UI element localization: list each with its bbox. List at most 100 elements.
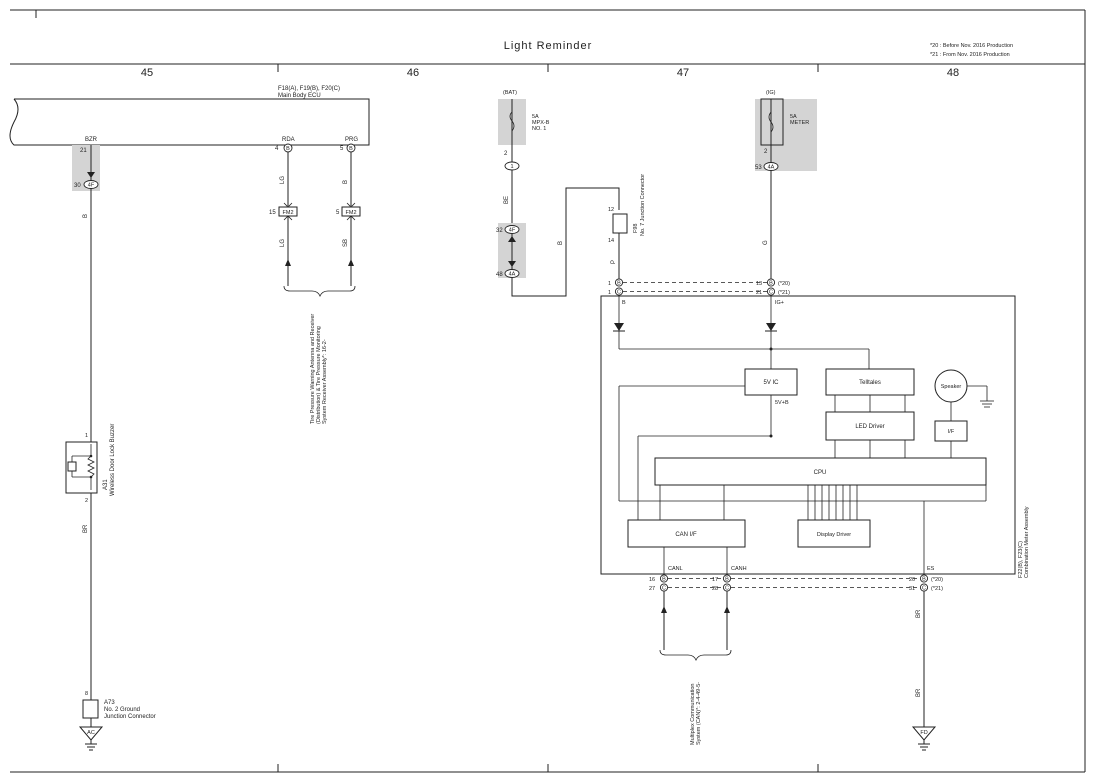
ground-junction-id: A73 bbox=[104, 700, 115, 706]
buzzer-pin-top: 1 bbox=[85, 433, 88, 439]
meter-b-conn-c: C bbox=[617, 290, 621, 296]
canh-label: CANH bbox=[731, 566, 747, 572]
canh-conn-b: B bbox=[725, 577, 729, 583]
jc7-name: No. 7 Junction Connector bbox=[640, 174, 646, 236]
canl-conn-c: C bbox=[662, 586, 666, 592]
prg-wire-color-lower: SB bbox=[343, 239, 349, 247]
ecu-connectors-label: F18(A), F19(B), F20(C) bbox=[278, 86, 340, 92]
jc7-pin-bottom: 14 bbox=[608, 238, 614, 244]
tpms-brace bbox=[283, 285, 356, 298]
rda-pin-conn: B bbox=[286, 146, 290, 152]
meter-ig-note-b: (*20) bbox=[778, 281, 790, 287]
canl-pin-b: 16 bbox=[649, 577, 655, 583]
block-speaker: Speaker bbox=[941, 384, 962, 390]
bat-source-label: (BAT) bbox=[503, 90, 517, 96]
meter-ig-pin-c: 21 bbox=[756, 290, 762, 296]
section-number-48: 48 bbox=[947, 67, 959, 79]
canl-pin-c: 27 bbox=[649, 586, 655, 592]
can-note-line-2: System (CAN)*: 2-4-49-5- bbox=[696, 682, 702, 745]
meter-ig-pin-b: 13 bbox=[756, 281, 762, 287]
wireless-door-lock-buzzer: 1 2 A31 Wireless Door Lock Buzzer BR bbox=[65, 424, 116, 700]
bat-wire-color: BE bbox=[504, 196, 510, 204]
es-pin-b: 20 bbox=[909, 577, 915, 583]
combination-meter: F22(B), F23(C) Combination Meter Assembl… bbox=[600, 278, 1030, 578]
meter-bottom-pins: 16 B 27 C 17 B 28 C 20 B (*20) 31 C (*21… bbox=[649, 574, 943, 592]
junction-4f-4a: 32 4F 48 4A bbox=[496, 187, 620, 297]
can-note-line-1: Multiplex Communication bbox=[690, 684, 696, 745]
block-if: I/F bbox=[948, 429, 955, 435]
page-frame bbox=[10, 9, 1086, 773]
ground-ac-label: AC bbox=[87, 730, 95, 736]
jc7-id: F98 bbox=[633, 224, 639, 233]
es-note-c: (*21) bbox=[931, 586, 943, 592]
jc7-wire-color: P bbox=[611, 260, 617, 264]
block-display-driver: Display Driver bbox=[817, 532, 851, 538]
buzzer-pin-bottom: 2 bbox=[85, 498, 88, 504]
ig-fuse-pin2: 53 bbox=[755, 165, 762, 171]
fuse-mpx-b: (BAT) 5A MPX-B NO. 1 2 1 BE bbox=[498, 90, 550, 226]
es-note-b: (*20) bbox=[931, 577, 943, 583]
rda-wire-color-lower: LG bbox=[280, 239, 286, 247]
block-cpu: CPU bbox=[814, 470, 827, 476]
tpms-note-line-2: (Distribution) & Tire Pressure Monitorin… bbox=[316, 326, 322, 424]
block-led-driver: LED Driver bbox=[855, 424, 884, 430]
bat-fuse-pin: 2 bbox=[504, 151, 508, 157]
junction-4f-conn: 4F bbox=[88, 183, 95, 189]
rda-pin-number: 4 bbox=[275, 146, 279, 152]
fuse-meter: (IG) 5A METER 2 53 4A G bbox=[755, 90, 817, 279]
es-wire-color-lower: BR bbox=[916, 688, 922, 697]
ig-wire-color: G bbox=[763, 240, 769, 245]
bat-fuse-rating: 5A bbox=[532, 114, 539, 120]
bzr-wire-color: B bbox=[83, 214, 89, 218]
fm2-rda-conn: FM2 bbox=[283, 210, 294, 216]
ground-junction-name-1: No. 2 Ground bbox=[104, 707, 140, 713]
ig-fuse-name: METER bbox=[790, 120, 809, 126]
ig-fuse-pin: 2 bbox=[764, 149, 768, 155]
es-conn-b: B bbox=[922, 577, 926, 583]
junction-4f-pin: 30 bbox=[74, 183, 81, 189]
meter-b-pin-b: 1 bbox=[608, 281, 611, 287]
j-4f-conn: 4F bbox=[509, 228, 516, 234]
production-note-20: *20 : Before Nov. 2016 Production bbox=[930, 43, 1013, 49]
prg-pin-conn: B bbox=[349, 146, 353, 152]
meter-ig-note-c: (*21) bbox=[778, 290, 790, 296]
meter-b-pin-c: 1 bbox=[608, 290, 611, 296]
meter-b-terminal-label: B bbox=[622, 300, 626, 306]
meter-ground-fd: BR BR FD bbox=[911, 591, 937, 751]
j-4a-conn: 4A bbox=[509, 272, 516, 278]
bzr-pin-number: 21 bbox=[80, 148, 87, 154]
section-number-45: 45 bbox=[141, 67, 153, 79]
prg-pin-number: 5 bbox=[340, 146, 344, 152]
prg-wire-color: B bbox=[343, 180, 349, 184]
section-number-46: 46 bbox=[407, 67, 419, 79]
fm2-rda-pin: 15 bbox=[269, 210, 276, 216]
es-label: ES bbox=[927, 566, 935, 572]
can-bus-lines: Multiplex Communication System (CAN)*: 2… bbox=[659, 591, 732, 745]
bat-fuse-name-2: NO. 1 bbox=[532, 126, 546, 132]
block-telltales: Telltales bbox=[859, 380, 881, 386]
meter-name-label: Combination Meter Assembly bbox=[1024, 506, 1030, 578]
meter-connectors-label: F22(B), F23(C) bbox=[1018, 541, 1024, 578]
bat-fuse-conn: 1 bbox=[510, 164, 513, 170]
main-body-ecu: F18(A), F19(B), F20(C) Main Body ECU BZR… bbox=[9, 86, 370, 146]
es-pin-c: 31 bbox=[909, 586, 915, 592]
junction-connector-7: 12 14 F98 No. 7 Junction Connector P bbox=[608, 174, 646, 279]
section-number-47: 47 bbox=[677, 67, 689, 79]
tpms-note-line-1: Tire Pressure Warning Antenna and Receiv… bbox=[310, 314, 316, 424]
meter-ig-terminal-label: IG+ bbox=[775, 300, 784, 306]
buzzer-ground-wire-color: BR bbox=[83, 524, 89, 533]
canh-pin-b: 17 bbox=[712, 577, 718, 583]
tpms-receiver-note: Tire Pressure Warning Antenna and Receiv… bbox=[310, 314, 328, 424]
block-can-if: CAN I/F bbox=[675, 532, 697, 538]
meter-b-conn-b: B bbox=[617, 281, 621, 287]
canh-conn-c: C bbox=[725, 586, 729, 592]
prg-circuit: 5 B B 5 FM2 SB bbox=[336, 143, 361, 286]
es-wire-color: BR bbox=[916, 609, 922, 618]
ground-junction-name-2: Junction Connector bbox=[104, 714, 156, 720]
rda-wire-color: LG bbox=[280, 176, 286, 184]
block-5v-b: 5V+B bbox=[775, 400, 789, 406]
ig-source-label: (IG) bbox=[766, 90, 776, 96]
bzr-circuit: 21 30 4F B bbox=[72, 145, 100, 444]
meter-ig-conn-c: C bbox=[769, 290, 773, 296]
